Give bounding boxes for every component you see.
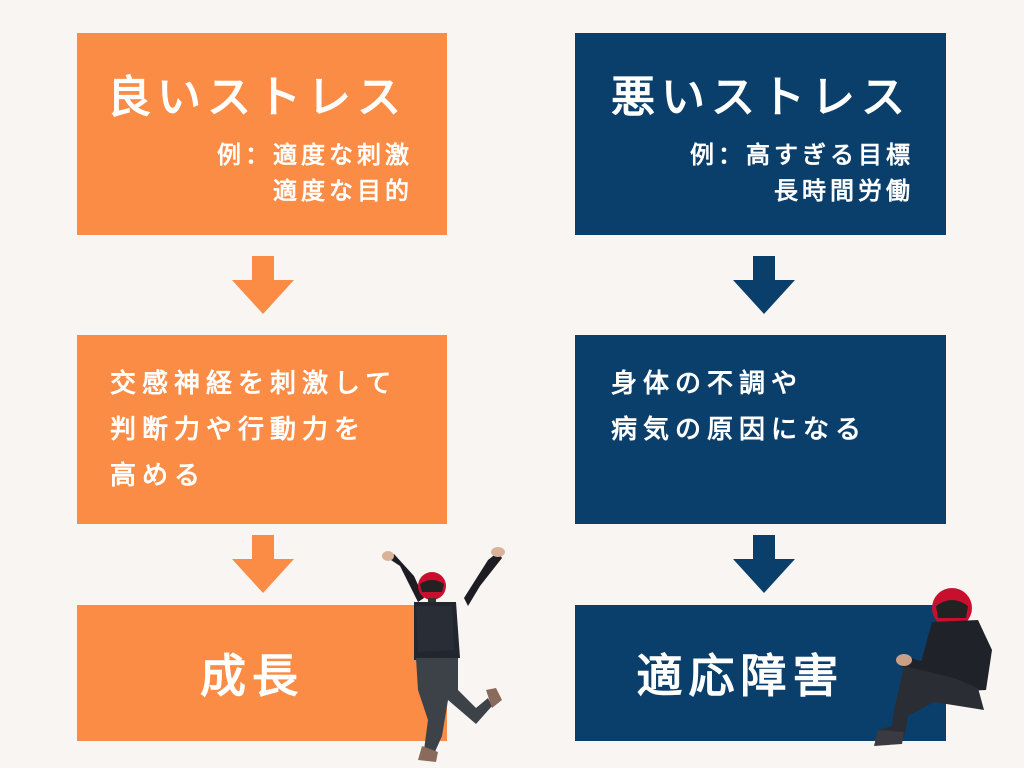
bad-effect-line: 病気の原因になる [611,415,868,445]
bad-stress-result: 適応障害 [636,649,845,703]
down-arrow-icon [232,535,294,593]
good-example-line: 例：適度な刺激 [217,141,413,169]
good-stress-result-box: 成長 [77,605,447,741]
good-effect-line: 交感神経を刺激して [110,369,398,399]
down-arrow-icon [232,256,294,314]
good-stress-effect: 交感神経を刺激して 判断力や行動力を 高める [110,361,397,499]
bad-stress-effect: 身体の不調や 病気の原因になる [611,361,867,453]
bad-stress-examples: 例：高すぎる目標 長時間労働 [690,137,914,209]
good-example-line: 適度な目的 [273,177,413,205]
bad-stress-result-box: 適応障害 [575,605,946,741]
good-stress-effect-box: 交感神経を刺激して 判断力や行動力を 高める [77,335,447,524]
good-effect-line: 高める [110,461,207,491]
bad-effect-line: 身体の不調や [611,369,804,399]
good-stress-result: 成長 [200,649,304,703]
down-arrow-icon [733,256,795,314]
bad-example-line: 例：高すぎる目標 [690,141,914,169]
good-effect-line: 判断力や行動力を [110,415,367,445]
down-arrow-icon [733,535,795,593]
good-stress-title: 良いストレス [107,72,407,123]
good-stress-examples: 例：適度な刺激 適度な目的 [217,137,413,209]
sitting-person-helmet-icon [874,588,992,746]
good-stress-box: 良いストレス 例：適度な刺激 適度な目的 [77,33,447,235]
bad-example-line: 長時間労働 [774,177,914,205]
bad-stress-box: 悪いストレス 例：高すぎる目標 長時間労働 [575,33,946,235]
bad-stress-title: 悪いストレス [611,72,911,123]
jumping-person-helmet-icon [382,547,505,762]
bad-stress-effect-box: 身体の不調や 病気の原因になる [575,335,946,524]
